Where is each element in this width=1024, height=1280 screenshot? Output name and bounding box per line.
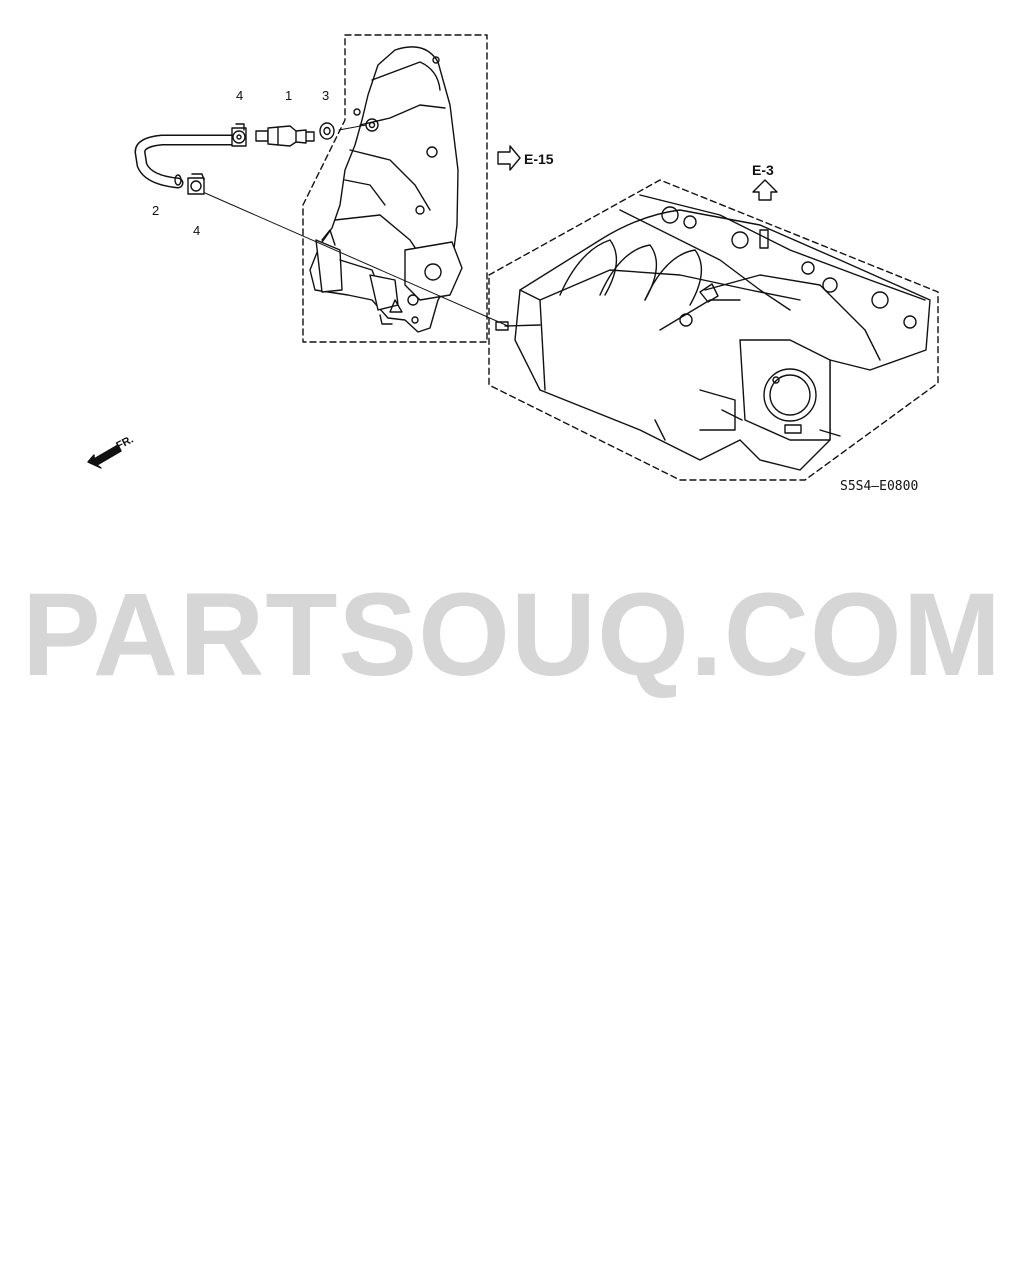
watermark: PARTSOUQ.COM [21, 569, 1003, 701]
bracket-group-box [302, 34, 488, 343]
callout-2: 2 [152, 203, 160, 218]
ref-e3: E-3 [752, 162, 774, 178]
hose [134, 134, 238, 189]
callout-4-bottom: 4 [193, 223, 201, 238]
clamp-upper [231, 123, 247, 147]
diagram-code: S5S4—E0800 [840, 479, 919, 494]
callout-3: 3 [322, 88, 330, 103]
e3-arrow [752, 179, 778, 201]
callout-4-top: 4 [236, 88, 244, 103]
pcv-valve [255, 125, 315, 147]
front-arrow [87, 444, 122, 469]
intake-manifold [495, 194, 931, 471]
parts-diagram [87, 34, 939, 481]
mounting-bracket [309, 46, 463, 333]
ref-e15: E-15 [524, 151, 554, 167]
clamp-lower [187, 173, 205, 195]
callout-1: 1 [285, 88, 293, 103]
manifold-group-box [488, 179, 939, 481]
e15-arrow [497, 145, 521, 171]
grommet [319, 122, 335, 140]
